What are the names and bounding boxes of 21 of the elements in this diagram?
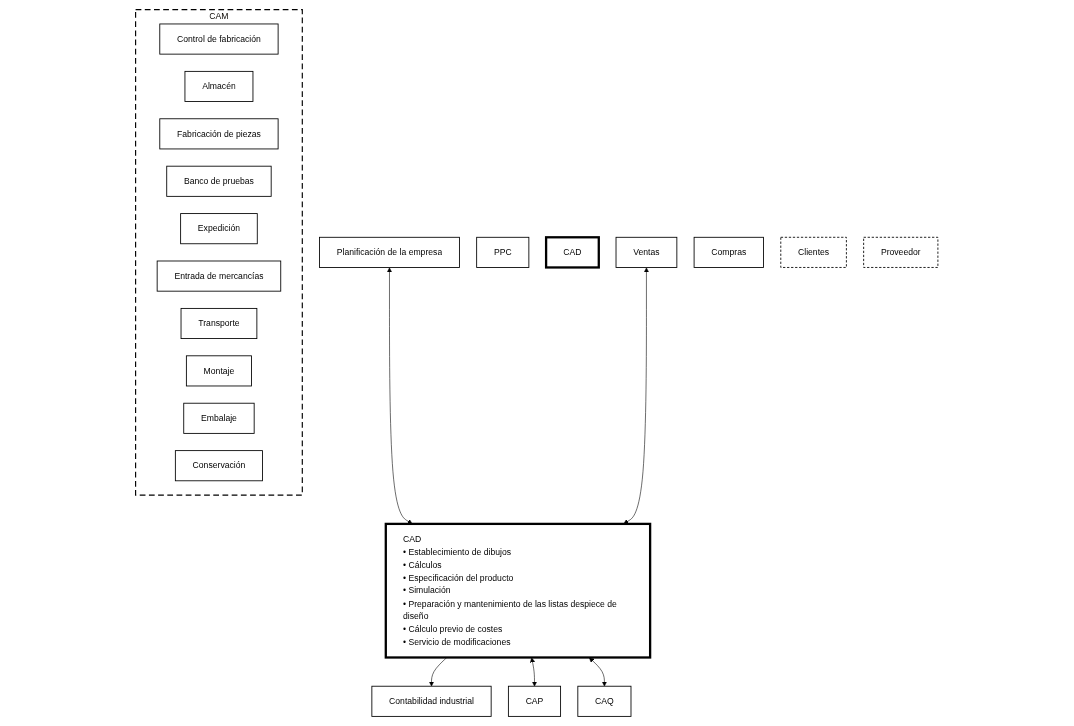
node-box: Compras <box>693 236 765 268</box>
node-box: Montaje <box>186 355 253 387</box>
node-box: Expedición <box>180 213 258 245</box>
node-box: Banco de pruebas <box>166 165 272 197</box>
node-box: Planificación de la empresa <box>319 236 461 268</box>
node-box: Transporte <box>180 307 258 339</box>
node-box: Embalaje <box>183 402 255 434</box>
node-box: Control de fabricación <box>159 23 279 55</box>
node-box: CAP <box>508 685 562 717</box>
node-box: Entrada de mercancías <box>156 260 282 292</box>
node-box: Almacén <box>184 70 254 102</box>
node-box: Proveedor <box>863 236 939 268</box>
node-box: PPC <box>476 236 530 268</box>
node-box: Contabilidad industrial <box>371 685 492 717</box>
node-box: Fabricación de piezas <box>159 118 279 150</box>
node-box: Clientes <box>780 236 848 268</box>
node-box: CAQ <box>577 685 632 717</box>
node-box: Ventas <box>615 236 678 268</box>
node-box: Conservación <box>175 450 264 482</box>
node-box: CAD <box>545 236 601 269</box>
node-box: CAD • Establecimiento de dibujos • Cálculos • Especificación del producto • Simulación • Preparación y mantenimiento de las listas despiece de diseño • Cálculo previo de costes • Servicio de modificaciones <box>384 522 652 659</box>
